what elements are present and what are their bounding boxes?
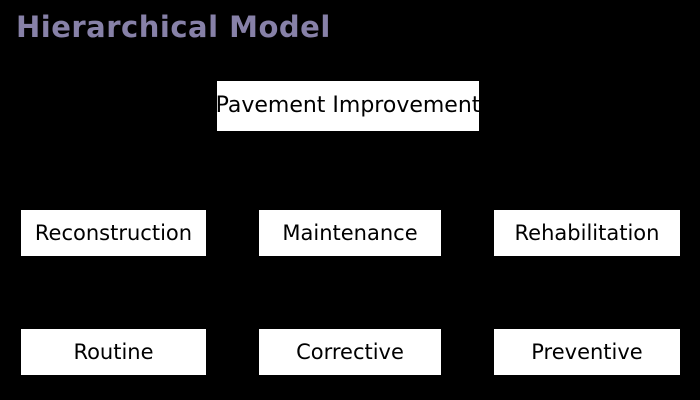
node-preventive: Preventive [494,329,680,375]
node-reconstruction: Reconstruction [21,210,206,256]
page-title: Hierarchical Model [16,10,331,44]
node-maintenance: Maintenance [259,210,441,256]
node-pavement-improvement: Pavement Improvement [216,81,480,131]
node-routine: Routine [21,329,206,375]
node-rehabilitation: Rehabilitation [494,210,680,256]
node-corrective: Corrective [259,329,441,375]
